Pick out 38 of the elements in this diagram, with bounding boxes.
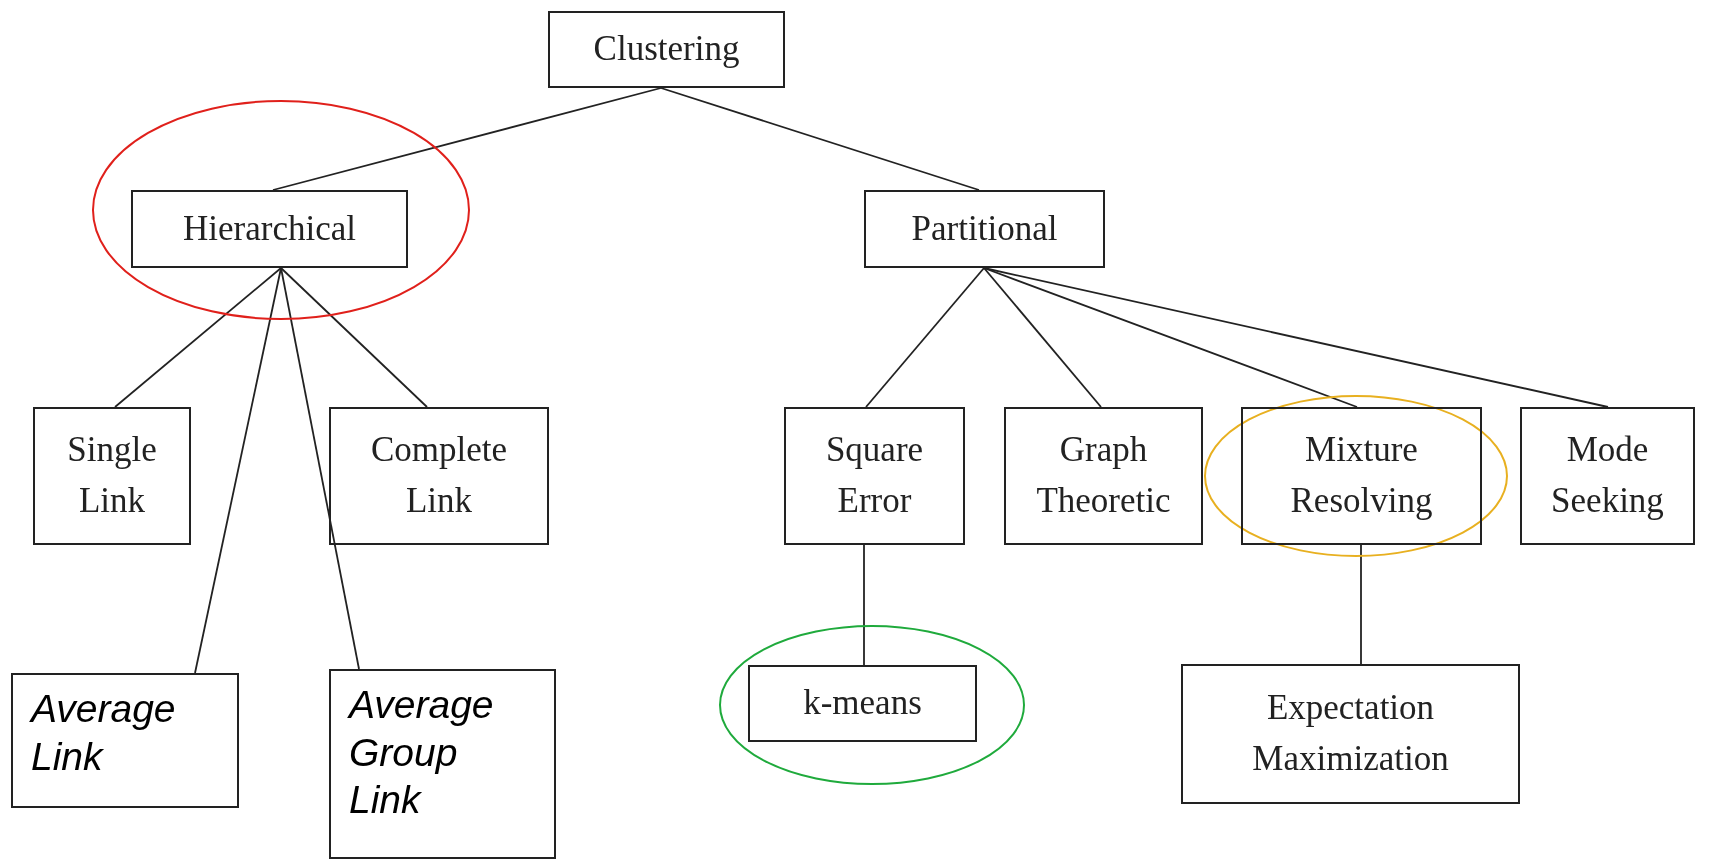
- category-box: [11, 673, 239, 808]
- connector-line: [983, 267, 1102, 408]
- connector-line: [114, 267, 282, 408]
- category-box: [329, 407, 549, 545]
- node-label: Average Group Link: [349, 682, 495, 824]
- node-label: Average Link: [31, 686, 177, 780]
- category-box: [1181, 664, 1520, 804]
- node-label: Single Link: [66, 429, 158, 522]
- category-box: [1004, 407, 1203, 545]
- node-label: k-means: [803, 682, 922, 725]
- connector-line: [272, 87, 662, 191]
- connector-line: [1360, 544, 1362, 665]
- category-box: [1520, 407, 1695, 545]
- node-label: Graph Theoretic: [1035, 429, 1172, 522]
- category-box: [864, 190, 1105, 268]
- category-box: [748, 665, 977, 742]
- connector-line: [865, 267, 985, 408]
- connector-line: [194, 267, 282, 674]
- node-label: Mixture Resolving: [1289, 429, 1434, 522]
- category-box: [329, 669, 556, 859]
- node-label: Clustering: [593, 28, 740, 71]
- node-label: Mode Seeking: [1550, 429, 1665, 522]
- connector-line: [660, 87, 980, 191]
- node-label: Square Error: [824, 429, 925, 522]
- connector-line: [280, 267, 428, 408]
- category-box: [1241, 407, 1482, 545]
- connector-line: [280, 267, 360, 670]
- connector-line: [983, 267, 1609, 408]
- connector-line: [983, 267, 1358, 408]
- category-box: [548, 11, 785, 88]
- node-label: Partitional: [911, 207, 1058, 250]
- connector-line: [863, 544, 865, 666]
- node-label: Expectation Maximization: [1251, 687, 1450, 780]
- category-box: [33, 407, 191, 545]
- node-label: Hierarchical: [183, 207, 356, 250]
- node-label: Complete Link: [369, 429, 509, 522]
- category-box: [131, 190, 408, 268]
- category-box: [784, 407, 965, 545]
